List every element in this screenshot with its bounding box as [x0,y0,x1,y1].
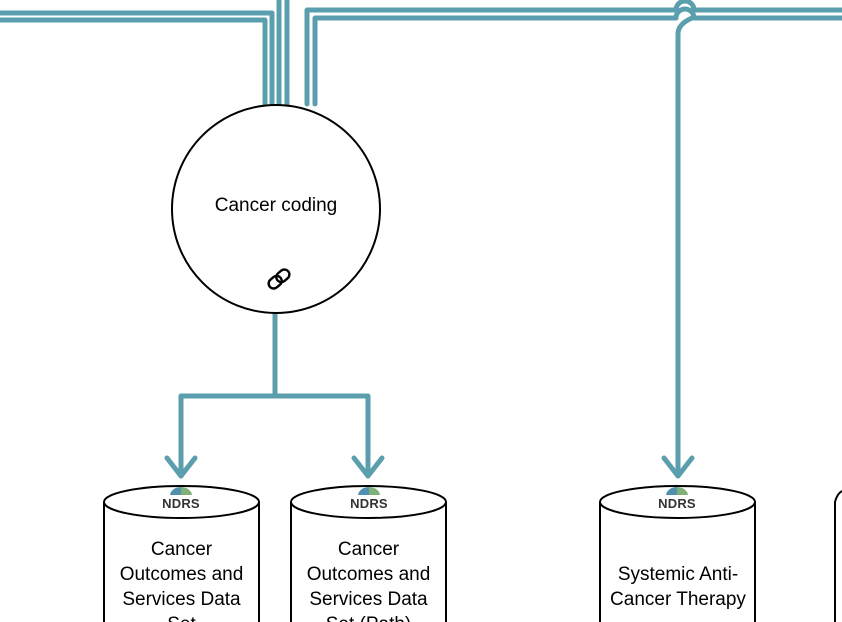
connector-far-right [673,0,842,21]
dataset-label-cosd-path: Cancer Outcomes and Services Data Set (P… [306,539,431,622]
ndrs-logo-1 [170,486,192,495]
dataset-badge-sact: NDRS [658,496,696,511]
arrowhead-cosd [164,455,198,479]
dataset-node-cosd[interactable] [103,485,260,622]
dataset-node-cosd-path[interactable] [290,485,447,622]
arrowhead-sact [661,455,695,479]
process-node-cancer-coding[interactable] [171,104,381,314]
connector-left-pipe [0,10,275,107]
ndrs-logo-2 [358,486,380,495]
dataset-label-cosd: Cancer Outcomes and Services Data Set [119,539,244,622]
connector-left-pipe-2 [276,0,290,107]
dataset-badge-cosd-path: NDRS [350,496,388,511]
dataset-badge-cosd: NDRS [162,496,200,511]
dataset-node-offscreen[interactable] [834,490,842,622]
link-icon [267,268,291,290]
ndrs-logo-3 [666,486,688,495]
connector-to-sact [675,15,695,479]
dataset-label-sact: Systemic Anti-Cancer Therapy [610,564,746,610]
process-label: Cancer coding [214,195,338,216]
arrowhead-cosd-path [351,455,385,479]
connector-right-pipe [304,7,679,107]
dataset-node-sact[interactable] [599,485,756,622]
connector-split [178,393,371,479]
